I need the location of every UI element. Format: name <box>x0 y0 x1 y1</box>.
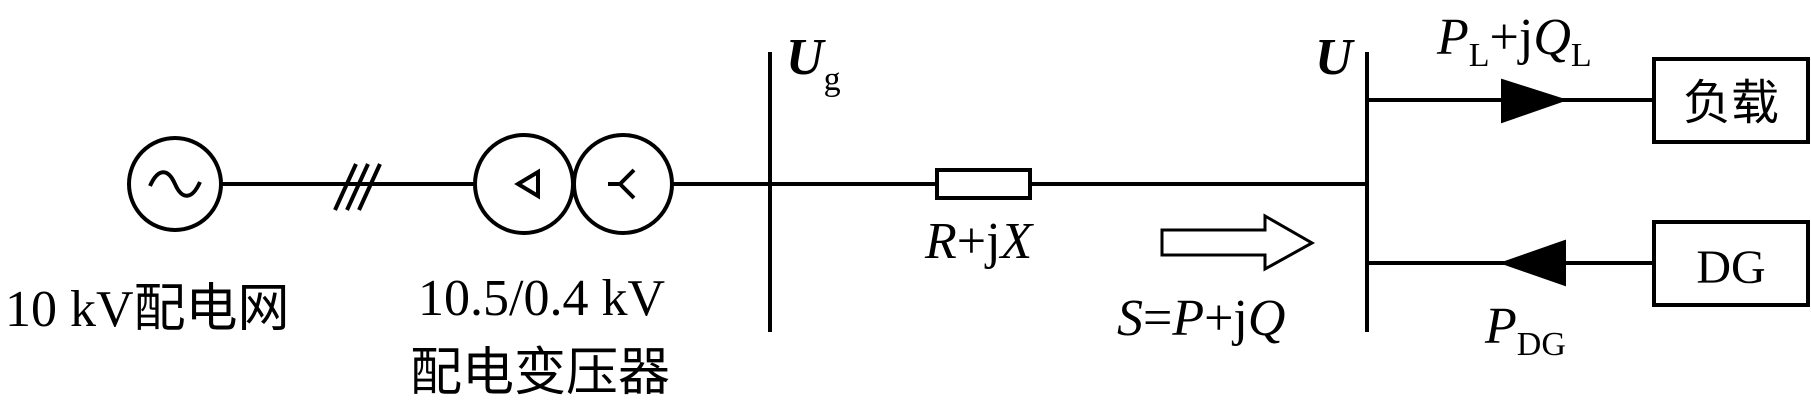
load-flow-arrow-icon <box>1501 78 1569 124</box>
transformer-icon <box>473 133 674 235</box>
bus-ug-label: Ug <box>786 29 841 98</box>
dg-box <box>1652 220 1810 307</box>
delta-icon <box>514 168 540 200</box>
load-box <box>1652 57 1810 144</box>
power-flow-arrow-icon <box>1160 213 1316 272</box>
power-flow-label: S=P+jQ <box>1117 290 1285 347</box>
source-label: 10 kV配电网 <box>5 281 290 338</box>
dg-power-label: PDG <box>1484 298 1566 363</box>
transformer-rating-label: 10.5/0.4 kV <box>418 270 665 327</box>
dg-flow-arrow-icon <box>1498 239 1566 287</box>
wye-icon <box>608 168 636 200</box>
line-impedance-label: R+jX <box>924 213 1035 270</box>
dg-box-label: DG <box>1696 241 1765 294</box>
bus-u-label: U <box>1315 29 1355 86</box>
line-impedance-resistor-icon <box>935 168 1032 200</box>
load-power-label: PL+jQL <box>1436 9 1592 74</box>
ac-source-icon <box>127 136 223 232</box>
transformer-name-label: 配电变压器 <box>410 345 670 402</box>
load-box-label: 负载 <box>1683 77 1779 130</box>
three-phase-slash-icon <box>333 163 382 211</box>
